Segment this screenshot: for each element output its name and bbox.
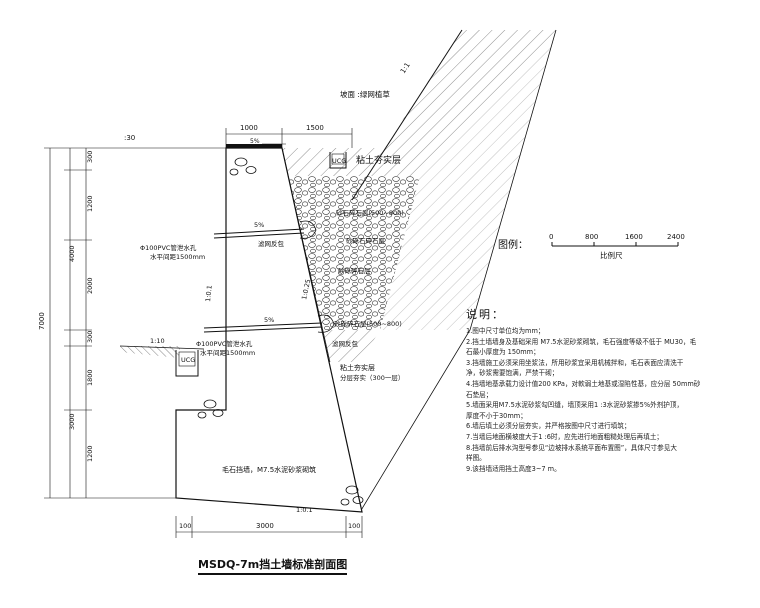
dim-top-1: 1000 [240,124,258,132]
gravel-drainage-layer [282,176,420,330]
note-item: 3.挡墙施工必须采用坐浆法，所用砂浆宜采用机械拌和，毛石表面应清洗干 [466,358,684,367]
scale-tick-0: 0 [549,233,554,241]
top-slope-label: 坡面 :绿网植草 [340,89,390,99]
pipe-slope-2: 5% [264,316,274,324]
scale-caption: 比例尺 [600,251,623,260]
pipe2-label-line2: 水平间距1500mm [200,348,255,357]
note-item: 1.图中尺寸单位均为mm； [466,327,545,335]
scale-tick-800: 800 [585,233,599,241]
note-item: 4.挡墙地基承载力设计值200 KPa，对軟弱土地基或湿陷性基，应分层 50mm… [466,379,701,388]
note-item: 5.墙面采用M7.5水泥砂浆勾凹缝，墙顶采用1 :3水泥砂浆掺5%外剂护顶， [466,401,684,410]
notes-heading: 说明： [466,308,505,321]
top-dimension-lines [225,128,353,148]
dim-left-1: 300 [86,151,94,163]
notes-block: 说明： 1.图中尺寸单位均为mm； 2.挡土墙墙身及基础采用 M7.5水泥砂浆砌… [466,306,756,474]
rubble-stones [197,157,364,506]
layered-compaction-label: 分层夯实（300一层） [340,373,404,382]
note-item: 6.墙后填土必须分层夯实，并严格按图中尺寸进行填筑； [466,422,631,431]
note-item: 2.挡土墙墙身及基础采用 M7.5水泥砂浆砌筑，毛石强度等级不低于 MU30，毛 [466,337,697,346]
pipe1-label-line2: 水平间距1500mm [150,252,205,261]
ucg-top-label: UCG [332,157,346,165]
note-item: 7.当墙后地面横坡度大于1 :6时，应先进行地面粗糙处理后再填土； [466,432,664,441]
scale-tick-1600: 1600 [625,233,643,241]
dim-top-2: 1500 [306,124,324,132]
legend-label: 图例： [498,240,528,251]
note-item: 石垫层； [466,390,493,399]
wall-coping [226,144,282,148]
ground-slope: 1:10 [150,337,165,345]
dim-outer-lower: 3000 [68,413,76,430]
clay-layer-bottom [320,330,380,362]
drain-pipe-2 [203,322,323,333]
pipe-slope-top: 5% [250,138,260,145]
drain-pipe-1 [213,228,305,239]
notes-list: 1.图中尺寸单位均为mm； 2.挡土墙墙身及基础采用 M7.5水泥砂浆砌筑，毛石… [466,326,756,474]
dim-outer-upper: 4000 [68,245,76,262]
gravel-label-1: 砂石碎石层(500~800) [336,208,404,217]
pipe-slope-1: 5% [254,221,264,229]
dim-bottom-1: 100 [179,522,191,530]
rock-slope-hatch [380,30,556,330]
dim-30: :30 [124,134,135,142]
bottom-dimension-lines [175,516,363,538]
note-item: 厚度不小于30mm； [466,411,527,420]
wall-inner-back-line [281,147,331,363]
soil-layer-top-label: 粘土夯实层 [356,154,401,166]
wall-slope-left: 1:0.1 [204,285,214,302]
note-item: 石最小厚度为 150mm； [466,348,540,357]
dim-total: 7000 [38,312,46,330]
natural-slope-line [351,29,463,201]
dim-left-6: 1200 [86,445,94,462]
dim-bottom-2: 3000 [256,522,274,530]
scale-tick-2400: 2400 [667,233,685,241]
dim-left-5: 1800 [86,369,94,386]
note-item: 9.该挡墙适用挡土高度3~7 m。 [466,464,561,473]
top-slope-ratio: 1:1 [399,61,412,75]
scale-bar [551,242,679,247]
slope-line-back [359,29,557,513]
soil-layer-bottom-label: 粘土夯实层 [340,363,375,372]
drawing-title: MSDQ-7m挡土墙标准剖面图 [198,556,348,575]
filter-cloth-wraps [299,220,335,333]
pipe2-label-line1: Φ100PVC管泄水孔 [196,339,253,348]
top-drain-ditch [329,152,347,169]
natural-slope-hatch [384,30,556,176]
dim-left-4: 300 [86,331,94,343]
gravel-label-2: 砂砾石碎石层 [346,236,386,245]
filter-cloth-label-1: 滤网反包 [258,239,285,248]
left-dimension-lines [44,147,226,499]
base-slope: 1:0.1 [296,506,313,514]
ucg-bottom-label: UCG [181,356,195,364]
clay-backfill-top [282,148,420,176]
dim-bottom-3: 100 [348,522,360,530]
pipe1-label-line1: Φ100PVC管泄水孔 [140,243,197,252]
wall-body-label: 毛石挡墙，M7.5水泥砂浆砌筑 [222,465,316,474]
note-item: 样图。 [466,454,486,463]
filter-cloth-label-2: 滤网反包 [332,339,359,348]
toe-drain-ditch [119,345,205,377]
note-item: 净，砂浆需要饱满，严禁干砌； [466,369,559,378]
dim-left-3: 2000 [86,277,94,294]
note-item: 8.挡墙前后排水沟型号参见“边坡排水系统平面布置图”，具体尺寸参见大 [466,443,677,452]
dim-left-2: 1200 [86,195,94,212]
gravel-label-4: 砂砾碎石层(500~800) [334,319,402,328]
gravel-label-3: 砂砾碎石层 [338,266,371,275]
